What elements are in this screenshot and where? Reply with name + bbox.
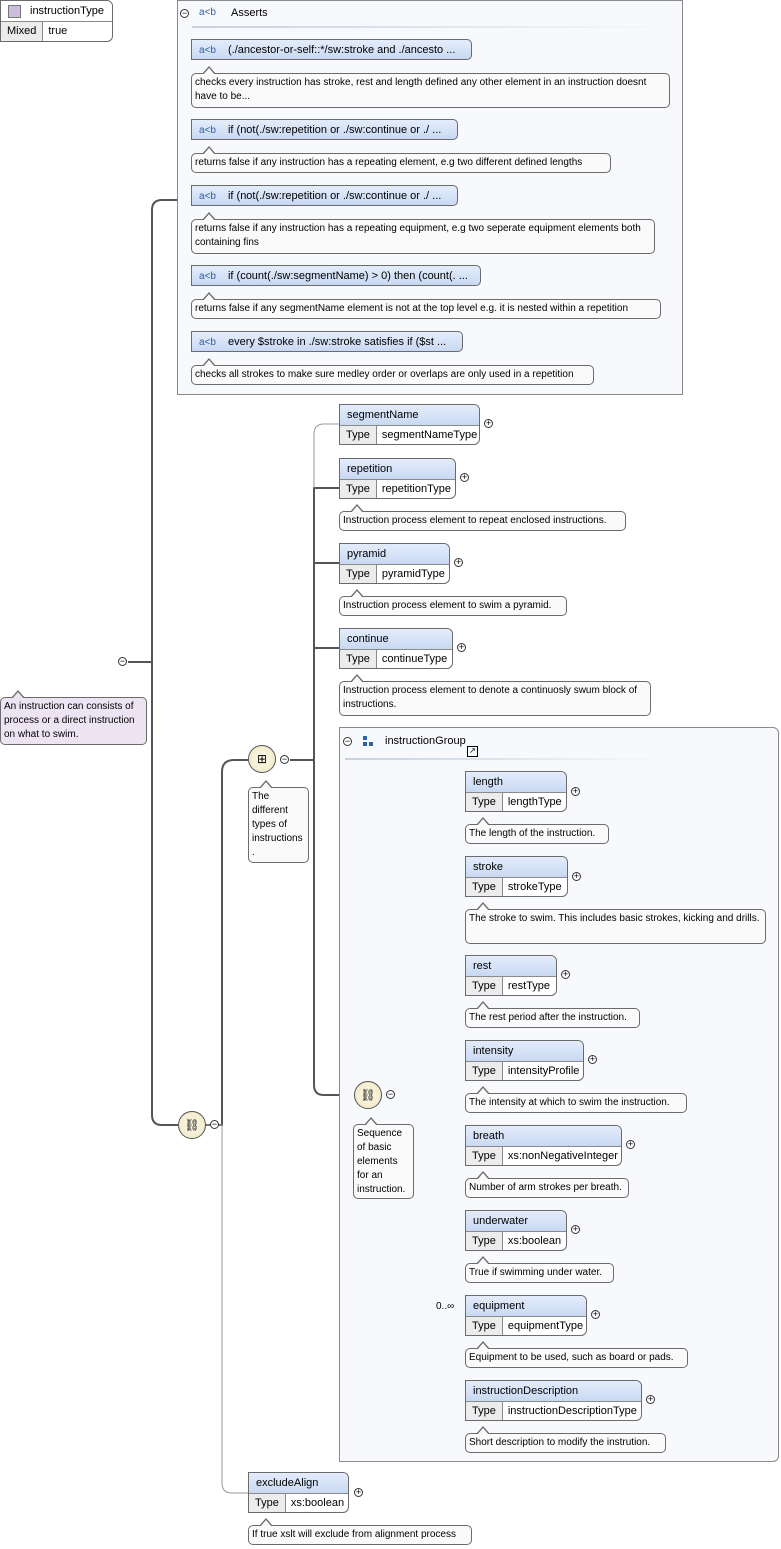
group-name: instructionGroup (385, 735, 466, 747)
sequence-doc: Sequence of basic elements for an instru… (353, 1117, 414, 1199)
expand-icon[interactable]: + (591, 1309, 600, 1319)
sequence-compositor-icon[interactable]: ⛓ (354, 1081, 382, 1109)
expand-icon[interactable]: + (646, 1394, 655, 1404)
stroke-doc: The stroke to swim. This includes basic … (465, 902, 766, 944)
collapse-icon[interactable]: − (210, 1119, 219, 1129)
excludeAlign-doc: If true xslt will exclude from alignment… (248, 1518, 472, 1545)
expand-icon[interactable]: + (484, 418, 493, 428)
choice-doc: The different types of instructions . (248, 780, 309, 863)
intensity-doc: The intensity at which to swim the instr… (465, 1086, 687, 1113)
mixed-attr-key: Mixed (1, 22, 44, 41)
expand-icon[interactable]: + (454, 557, 463, 567)
collapse-icon[interactable]: − (118, 656, 127, 666)
assert-4-doc: returns false if any segmentName element… (191, 292, 661, 319)
assert-1[interactable]: a<b(./ancestor-or-self::*/sw:stroke and … (191, 39, 472, 60)
equipment-cardinality: 0..∞ (436, 1301, 455, 1312)
rest-doc: The rest period after the instruction. (465, 1001, 640, 1028)
sequence-compositor-icon[interactable]: ⛓ (178, 1111, 206, 1139)
choice-compositor-icon[interactable]: ⊞ (248, 745, 276, 773)
repetition-doc: Instruction process element to repeat en… (339, 504, 626, 531)
underwater-doc: True if swimming under water. (465, 1256, 614, 1283)
instructionDescription-doc: Short description to modify the instruti… (465, 1426, 666, 1453)
group-separator (345, 758, 665, 760)
expand-icon[interactable]: + (561, 969, 570, 979)
pyramid-doc: Instruction process element to swim a py… (339, 589, 567, 616)
expand-icon[interactable]: + (354, 1487, 363, 1497)
group-icon (363, 736, 373, 748)
root-doc: An instruction can consists of process o… (0, 690, 147, 745)
assert-5-doc: checks all strokes to make sure medley o… (191, 358, 594, 385)
assert-2-doc: returns false if any instruction has a r… (191, 146, 611, 173)
complex-type-icon (8, 4, 21, 18)
root-element-name: instructionType (30, 5, 104, 17)
collapse-icon[interactable]: − (386, 1089, 395, 1099)
asserts-tag: a<b (199, 7, 216, 18)
expand-icon[interactable]: + (571, 786, 580, 796)
collapse-icon[interactable]: − (280, 754, 289, 764)
expand-icon[interactable]: + (588, 1054, 597, 1064)
breath-doc: Number of arm strokes per breath. (465, 1171, 629, 1198)
continue-doc: Instruction process element to denote a … (339, 674, 651, 716)
asserts-separator (192, 26, 672, 28)
expand-icon[interactable]: + (460, 472, 469, 482)
group-link-icon[interactable]: ↗ (467, 746, 478, 757)
assert-1-doc: checks every instruction has stroke, res… (191, 66, 670, 108)
expand-icon[interactable]: + (626, 1139, 635, 1149)
assert-3-doc: returns false if any instruction has a r… (191, 212, 655, 254)
collapse-icon[interactable]: − (180, 8, 189, 18)
expand-icon[interactable]: + (572, 871, 581, 881)
expand-icon[interactable]: + (571, 1224, 580, 1234)
length-doc: The length of the instruction. (465, 817, 609, 844)
asserts-title: Asserts (231, 7, 268, 19)
mixed-attr-value: true (48, 25, 68, 37)
collapse-icon[interactable]: − (343, 736, 352, 746)
root-element[interactable]: instructionType Mixed true (0, 0, 113, 42)
equipment-doc: Equipment to be used, such as board or p… (465, 1341, 688, 1368)
expand-icon[interactable]: + (457, 642, 466, 652)
